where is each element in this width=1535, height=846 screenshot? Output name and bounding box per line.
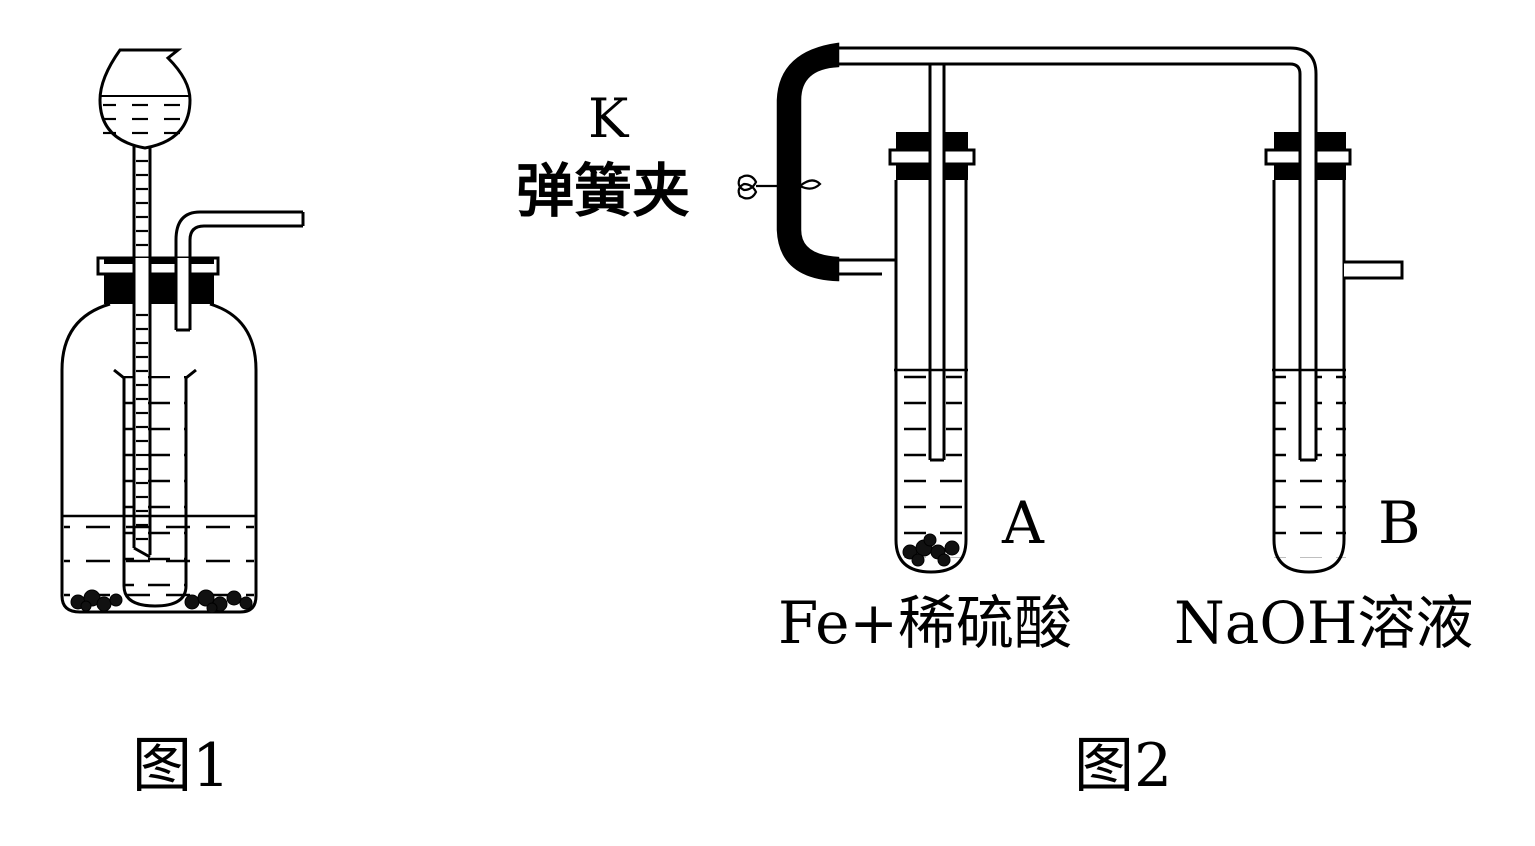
inner-test-tube	[113, 368, 197, 608]
funnel-bulb	[98, 48, 192, 150]
bottle-stopper	[96, 240, 220, 304]
tube-b-letter: B	[1378, 489, 1421, 557]
tube-a-letter: A	[1002, 489, 1044, 557]
connecting-tubes	[830, 46, 1318, 330]
spring-clamp	[737, 174, 822, 200]
figure2-apparatus	[737, 42, 1404, 574]
tube-a-contents: Fe+稀硫酸	[778, 589, 1072, 657]
outlet-tube	[174, 210, 305, 332]
test-tube-a	[888, 132, 976, 574]
clamp-letter-k: K	[588, 87, 629, 150]
clamp-label: 弹簧夹	[516, 157, 691, 225]
figure2-caption: 图2	[1074, 731, 1173, 801]
rubber-hose	[776, 42, 840, 282]
tube-b-contents: NaOH溶液	[1174, 589, 1474, 657]
test-tube-b	[1264, 132, 1404, 574]
figure1-apparatus	[60, 48, 305, 614]
iron-granules-tube-a	[902, 533, 960, 567]
figure1-caption: 图1	[132, 731, 231, 801]
iron-granules-bottle	[70, 589, 253, 614]
